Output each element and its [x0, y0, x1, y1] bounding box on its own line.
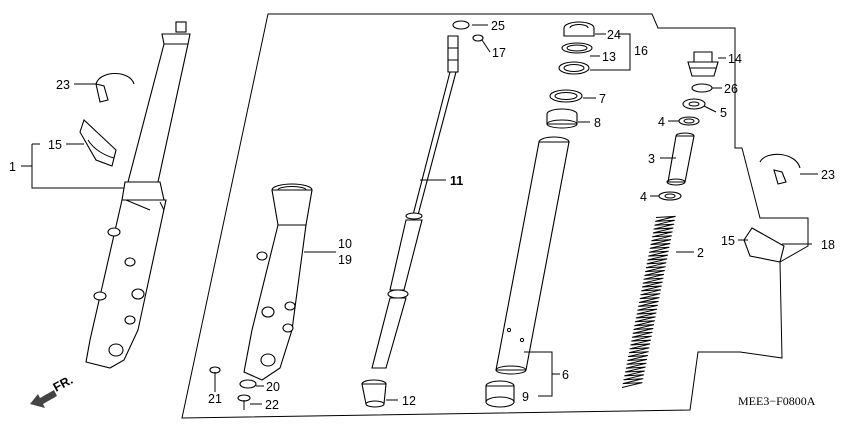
- callout-23-right: 23: [821, 168, 835, 182]
- part-5-spring-seat: [682, 98, 706, 110]
- diagram-code: MEE3−F0800A: [738, 394, 816, 408]
- callout-23-left: 23: [56, 78, 70, 92]
- callout-25: 25: [491, 19, 505, 33]
- callout-11: 11: [450, 174, 463, 188]
- callout-15-left: 15: [48, 138, 62, 152]
- part-4-washer-upper: [678, 116, 700, 126]
- callout-labels: 1 15 23 10 19 11 12 25 17 24 13 16 7 8 6…: [9, 19, 835, 412]
- part-24-dust-seal: [563, 21, 595, 37]
- callout-17: 17: [492, 46, 506, 60]
- front-direction-indicator: FR.: [30, 373, 75, 408]
- part-8-guide-bushing: [546, 108, 578, 129]
- subassembly-outline: [181, 13, 809, 419]
- callout-19: 19: [338, 253, 352, 267]
- front-arrow-icon: [30, 390, 57, 408]
- part-3-spacer: [666, 132, 695, 186]
- part-16-oil-seal: [558, 61, 590, 75]
- callout-3: 3: [648, 152, 655, 166]
- callout-7: 7: [599, 92, 606, 106]
- part-25-washer: [452, 20, 470, 30]
- callout-12: 12: [402, 394, 416, 408]
- callout-10: 10: [338, 237, 352, 251]
- callout-22: 22: [265, 398, 279, 412]
- part-15-protector-left: [79, 119, 117, 167]
- callout-16: 16: [634, 44, 648, 58]
- leader-lines: [21, 24, 818, 405]
- callout-9: 9: [522, 390, 529, 404]
- part-22-bolt: [237, 394, 251, 410]
- part-9-slider-bushing: [485, 380, 515, 408]
- part-2-fork-spring: [621, 215, 676, 388]
- part-23-clamp-right: [759, 153, 801, 185]
- part-26-o-ring: [691, 83, 713, 93]
- part-21-bolt: [209, 366, 221, 384]
- callout-24: 24: [607, 28, 621, 42]
- callout-2: 2: [697, 246, 704, 260]
- callout-8: 8: [594, 116, 601, 130]
- callout-20: 20: [266, 380, 280, 394]
- callout-13: 13: [602, 50, 616, 64]
- callout-15-right: 15: [721, 234, 735, 248]
- part-13-stop-ring: [561, 42, 593, 54]
- part-17-clip: [472, 34, 484, 42]
- callout-4-upper: 4: [658, 115, 665, 129]
- part-7-back-up-ring: [549, 89, 583, 103]
- callout-21: 21: [208, 392, 222, 406]
- callout-1: 1: [9, 160, 16, 174]
- part-11-damper-rod: [371, 35, 459, 369]
- callout-4-lower: 4: [640, 190, 647, 204]
- part-20-washer: [239, 379, 257, 389]
- callout-6: 6: [562, 368, 569, 382]
- callout-14: 14: [728, 52, 742, 66]
- part-14-fork-bolt: [687, 51, 719, 77]
- part-12-oil-lock-piece: [361, 379, 387, 408]
- part-1-fork-assembly: [85, 21, 191, 369]
- part-10-19-fork-slider: [243, 183, 313, 381]
- part-15-protector-right: [743, 227, 785, 263]
- part-23-clamp-left: [95, 72, 135, 103]
- part-4-washer-lower: [658, 191, 682, 201]
- callout-5: 5: [720, 106, 727, 120]
- part-6-fork-pipe: [495, 136, 570, 375]
- callout-26: 26: [724, 82, 738, 96]
- callout-18: 18: [821, 238, 835, 252]
